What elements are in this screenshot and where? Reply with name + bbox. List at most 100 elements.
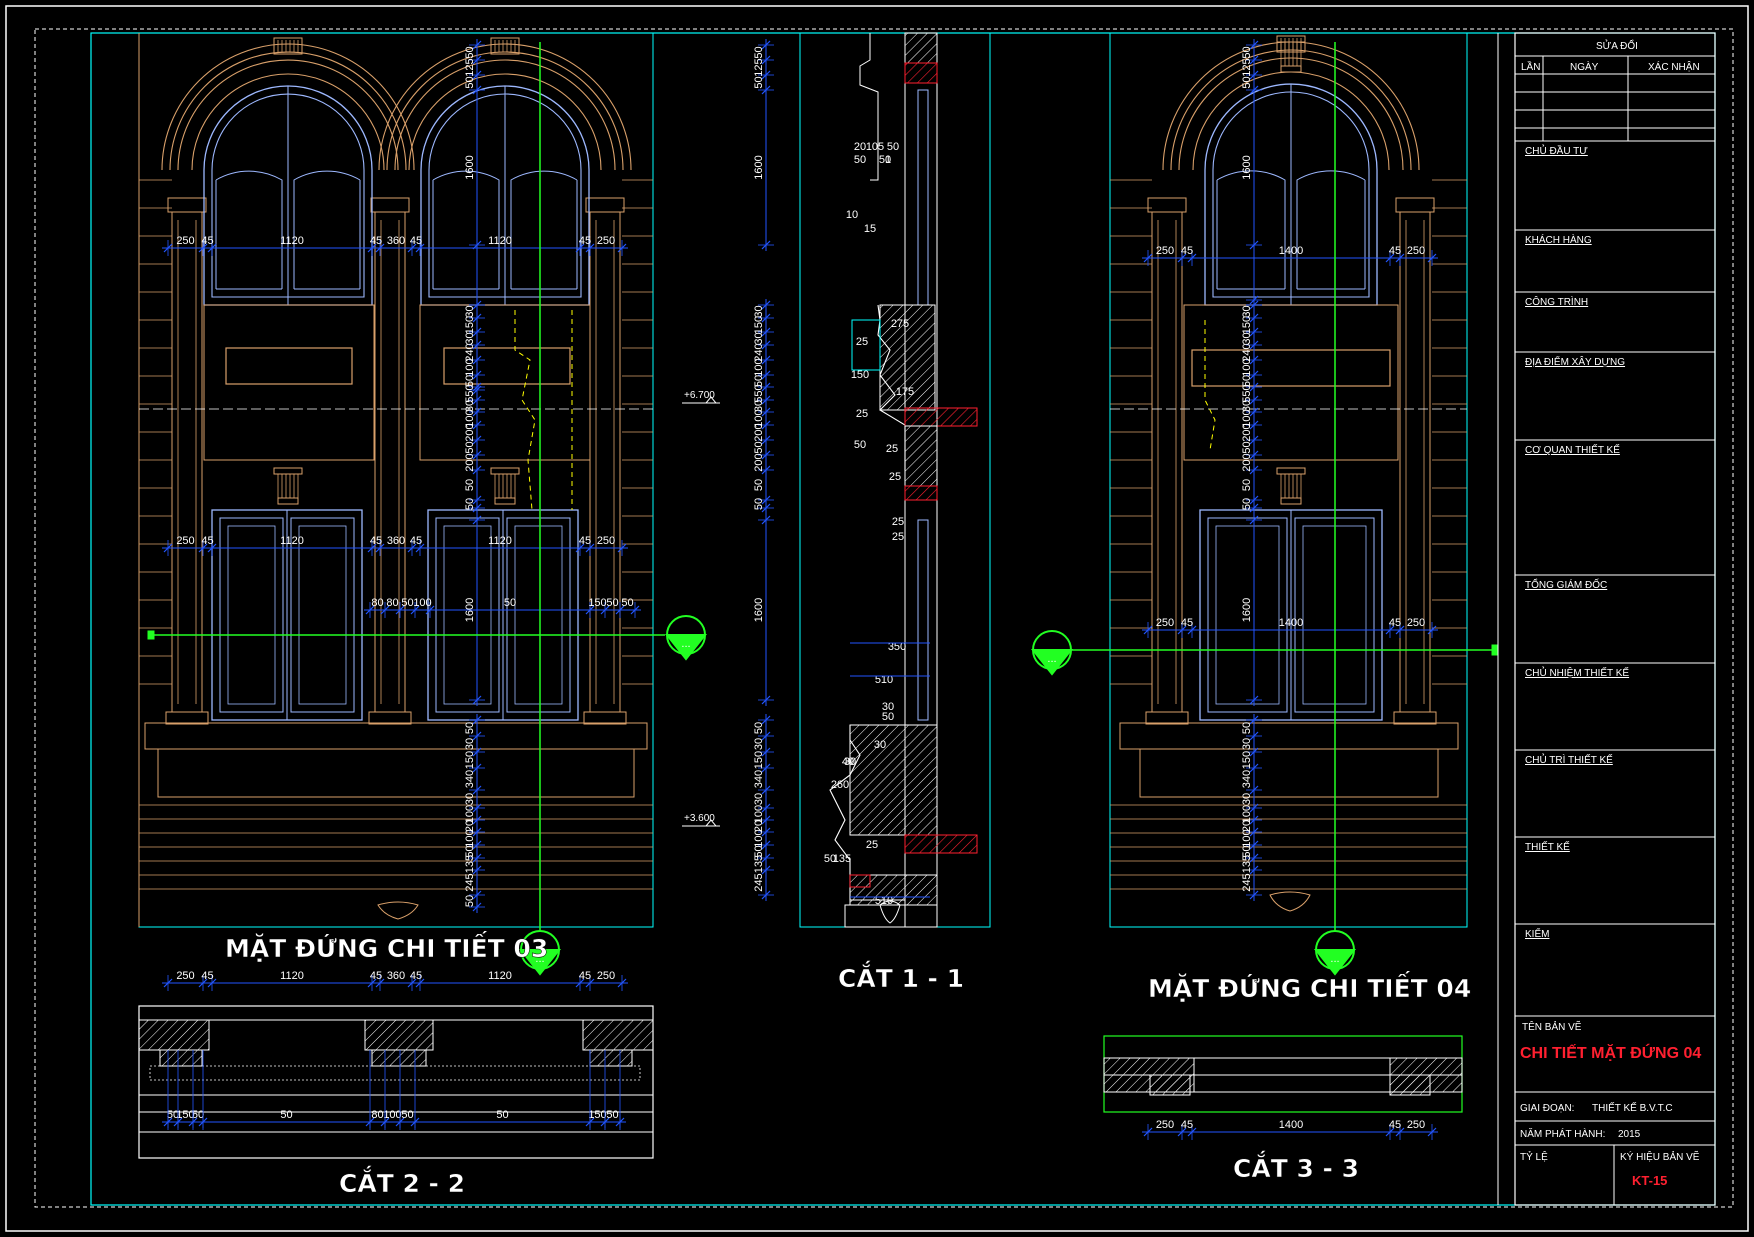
dimension-label: 1400 — [1279, 245, 1303, 257]
pilaster-base — [368, 711, 412, 725]
dimension-label: 45 — [1181, 617, 1193, 629]
spandrel-panel — [1183, 304, 1399, 461]
window-frame-inner — [211, 93, 365, 298]
dimension-label: 45 — [1181, 1119, 1193, 1131]
elevation-04-border — [1109, 32, 1468, 928]
column-hatch — [371, 1049, 427, 1067]
col-ngay: NGÀY — [1570, 60, 1599, 73]
keystone — [490, 37, 520, 55]
section-dimension-label: 350 — [888, 641, 906, 653]
window-frame-inner — [1212, 91, 1370, 298]
dimension-label: 360 — [387, 535, 405, 547]
section-dimension-label: 30 — [844, 756, 856, 768]
title-block-field-label: CHỦ NHIỆM THIẾT KẾ — [1525, 666, 1629, 679]
window-leaf — [432, 170, 500, 289]
section-dimension-label: 15 — [864, 223, 876, 235]
hidden-profile — [514, 310, 536, 511]
dimension-label: 20 — [753, 820, 765, 832]
dimension-label: 1600 — [753, 598, 765, 622]
sill-line — [149, 1065, 641, 1081]
dimension-label: 30 — [753, 305, 765, 317]
pilaster-base — [1393, 711, 1437, 725]
col-lan: LẦN — [1521, 60, 1540, 73]
section-dimension-label: 275 — [891, 318, 909, 330]
dimension-label: 250 — [1407, 617, 1425, 629]
dimension-label: 50 — [606, 1109, 618, 1121]
stage-value: THIẾT KẾ B.V.T.C — [1592, 1101, 1673, 1114]
pilaster-capital — [585, 197, 625, 213]
pilaster-base — [1145, 711, 1189, 725]
dimension-label: 45 — [579, 535, 591, 547]
elevation-03-border — [138, 32, 654, 928]
section-dimension-label: 25 — [866, 839, 878, 851]
title-block-field-label: CƠ QUAN THIẾT KẾ — [1525, 443, 1620, 456]
dimension-label: 50 — [753, 441, 765, 453]
dimension-label: 30 — [464, 738, 476, 750]
section-1-1-title: CẮT 1 - 1 — [838, 960, 964, 993]
dimension-label: 45 — [579, 235, 591, 247]
section-marker-sheet: ... — [535, 953, 544, 965]
axis-end — [147, 630, 155, 640]
beam-red — [904, 485, 938, 501]
section-dimension-label: 1 — [885, 154, 891, 166]
pilaster-capital — [1147, 197, 1187, 213]
title-block-field-label: KIỂM — [1525, 927, 1549, 940]
year-label: NĂM PHÁT HÀNH: — [1520, 1127, 1605, 1140]
dimension-label: 250 — [1156, 1119, 1174, 1131]
dimension-label: 45 — [410, 235, 422, 247]
pilaster — [1399, 211, 1431, 713]
cornice-profile — [859, 33, 879, 181]
slab-red-lower — [904, 834, 978, 854]
dimension-label: 30 — [753, 332, 765, 344]
arch-molding — [1170, 49, 1412, 171]
dimension-label: 50 — [1241, 76, 1253, 88]
section-dimension-label: 40 — [842, 756, 854, 768]
column-hatch — [582, 1019, 654, 1051]
section-dimension-label: 150 — [851, 369, 869, 381]
dimension-label: 250 — [1407, 245, 1425, 257]
dimension-label: 150 — [753, 751, 765, 769]
console — [490, 467, 520, 475]
dimension-label: 200 — [753, 423, 765, 441]
dimension-label: 30 — [464, 305, 476, 317]
dimension-label: 100 — [464, 805, 476, 823]
dimension-label: 1120 — [280, 235, 304, 247]
dimension-label: 1120 — [280, 970, 304, 982]
dimension-label: 45 — [410, 535, 422, 547]
dimension-label: 45 — [201, 235, 213, 247]
dimension-label: 30 — [464, 793, 476, 805]
dimension-label: 50 — [1241, 375, 1253, 387]
section-dimension-label: 50 — [882, 711, 894, 723]
section-dimension-label: 510 — [875, 895, 893, 907]
dimension-label: 50 — [1241, 498, 1253, 510]
dimension-label: 135 — [464, 855, 476, 873]
pilaster-base — [165, 711, 209, 725]
dimension-label: 250 — [176, 970, 194, 982]
plinth-base — [1139, 748, 1439, 798]
window-frame — [203, 85, 373, 306]
dimension-label: 45 — [1181, 245, 1193, 257]
dimension-label: 150 — [1241, 751, 1253, 769]
dimension-label: 1600 — [464, 598, 476, 622]
dimension-label: 50 — [401, 1109, 413, 1121]
dimension-label: 240 — [753, 343, 765, 361]
console — [1276, 467, 1306, 475]
door-leaf-left — [219, 517, 284, 713]
dimension-label: 100 — [753, 805, 765, 823]
dimension-label: 550 — [753, 384, 765, 402]
dimension-label: 20 — [464, 820, 476, 832]
dimension-label: 50 — [464, 722, 476, 734]
arch-molding — [1178, 57, 1404, 171]
section-dimension-label: 105 — [866, 141, 884, 153]
dimension-label: 340 — [1241, 770, 1253, 788]
dimension-label: 340 — [464, 770, 476, 788]
section-dimension-label: 25 — [856, 408, 868, 420]
dimension-label: 100 — [753, 829, 765, 847]
spandrel-panel — [419, 304, 591, 461]
section-dimension-label: 25 — [856, 336, 868, 348]
base-cornice-hatch — [849, 724, 938, 836]
cyan-profile — [851, 319, 881, 371]
stage-label: GIAI ĐOẠN: — [1520, 1103, 1574, 1114]
dimension-label: 80 — [371, 1109, 383, 1121]
dimension-label: 50 — [496, 1109, 508, 1121]
